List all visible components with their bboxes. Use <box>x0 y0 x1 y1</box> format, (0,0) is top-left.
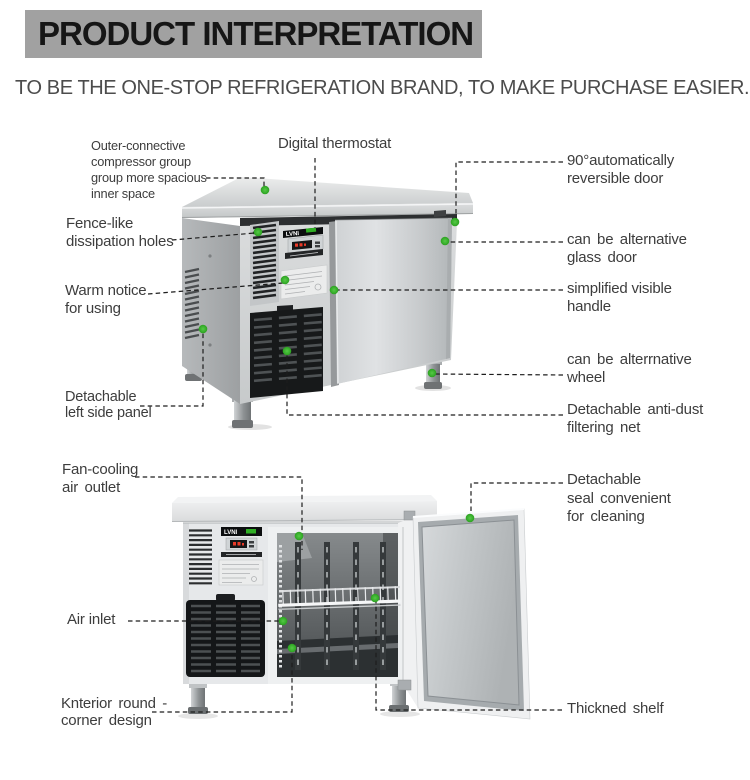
callout-glass-door: can be alternative glass door <box>567 231 687 266</box>
air-duct-panel <box>277 533 312 562</box>
callout-dissipation-holes: Fence-like dissipation holes <box>66 215 174 250</box>
callout-air-inlet: Air inlet <box>67 611 116 628</box>
leg-shadow <box>178 713 218 719</box>
machine-compartment: LVNI <box>186 527 265 677</box>
dissipation-slats <box>189 529 212 585</box>
dissipation-slats <box>252 223 277 300</box>
door <box>329 210 453 387</box>
callout-fan-cooling-outlet: Fan-cooling air outlet <box>62 461 139 496</box>
callout-compressor-space: Outer-connective compressor group group … <box>91 138 207 201</box>
left-side-panel <box>182 218 240 404</box>
callout-round-corner: Knterior round - corner design <box>61 695 168 729</box>
brand-logo-green-mark <box>246 529 256 534</box>
legs <box>188 682 409 714</box>
callout-left-side-panel: Detachable left side panel <box>65 389 152 421</box>
digital-thermostat-unit <box>287 234 324 254</box>
callout-alternative-wheel: can be alterrnative wheel <box>567 351 692 386</box>
callout-digital-thermostat: Digital thermostat <box>278 135 392 152</box>
open-door <box>397 508 531 720</box>
wire-shelf <box>278 585 411 610</box>
top-fridge-illustration: LVNI <box>181 177 474 430</box>
callout-door-seal: Detachable seal convenient for cleaning <box>567 471 671 525</box>
worktop <box>171 495 438 522</box>
warm-notice-sticker <box>280 264 328 300</box>
callout-dots <box>198 185 475 653</box>
callout-anti-dust-net: Detachable anti-dust filtering net <box>567 401 704 436</box>
door-hinge <box>434 210 446 217</box>
leg-shadow <box>380 711 420 717</box>
side-vent-slats <box>184 267 200 340</box>
interior-cavity <box>268 527 411 684</box>
callout-visible-handle: simplified visible handle <box>567 280 672 315</box>
callout-lines <box>128 158 564 713</box>
callout-reversible-door: 90°automatically reversible door <box>567 152 675 187</box>
brand-logo-text: LVNI <box>286 231 300 238</box>
callout-thickened-shelf: Thickned shelf <box>567 700 664 717</box>
callout-warm-notice: Warm notice for using <box>65 282 147 317</box>
bottom-fridge-illustration: LVNI <box>171 495 531 720</box>
brand-logo-green-mark <box>305 227 317 233</box>
page-title: PRODUCT INTERPRETATION <box>25 10 482 58</box>
screw <box>208 254 212 258</box>
warm-notice-sticker <box>218 559 264 586</box>
door-inner-panel <box>422 520 519 705</box>
screw <box>208 343 212 347</box>
digital-thermostat-unit <box>225 537 258 551</box>
door-hinge-bottom <box>397 679 412 691</box>
worktop <box>181 177 474 218</box>
brand-strip <box>221 527 262 536</box>
air-inlet-grille <box>186 594 265 677</box>
brand-logo-text: LVNI <box>224 530 238 536</box>
page-subtitle: TO BE THE ONE-STOP REFRIGERATION BRAND, … <box>15 77 750 99</box>
door-hinge-top <box>403 510 416 521</box>
